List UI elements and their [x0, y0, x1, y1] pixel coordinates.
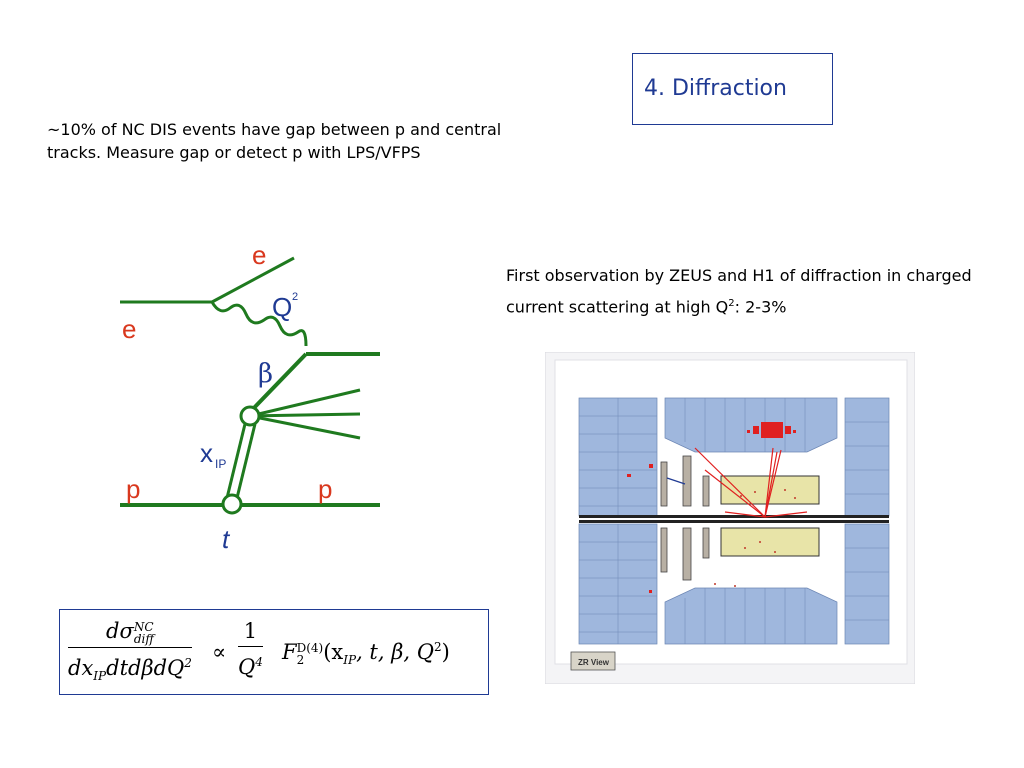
fan-line-1 — [249, 388, 361, 418]
observation-sup: 2 — [728, 298, 735, 309]
central-tracker-bottom — [720, 527, 820, 557]
top-barrel-calorimeter — [664, 397, 838, 453]
right-calorimeter — [844, 397, 890, 645]
observation-main: First observation by ZEUS and H1 of diff… — [506, 266, 972, 317]
label-e-out: e — [252, 240, 266, 270]
observation-tail: : 2-3% — [734, 297, 787, 317]
fan-line-2 — [249, 412, 361, 418]
label-t: t — [222, 524, 231, 554]
label-p-in: p — [126, 474, 140, 504]
label-e-in: e — [122, 314, 136, 344]
blue-track — [666, 477, 686, 485]
slide-title-box: 4. Diffraction — [632, 53, 833, 125]
event-display: ZR View — [545, 352, 915, 684]
beam-pipe-top — [579, 515, 889, 518]
label-beta: β — [258, 359, 273, 389]
bottom-barrel-calorimeter — [664, 587, 838, 645]
propto-symbol: ∝ — [212, 640, 227, 664]
hit-dots — [714, 489, 796, 587]
calorimeter-grid — [579, 398, 889, 644]
label-p-out: p — [318, 474, 332, 504]
view-label: ZR View — [578, 658, 610, 667]
fan-line-3 — [249, 414, 361, 440]
beta-line — [248, 352, 308, 414]
lower-vertex-blob — [221, 493, 243, 515]
pomeron-line-b — [235, 423, 257, 499]
pomeron-line-a — [225, 423, 247, 499]
observation-text: First observation by ZEUS and H1 of diff… — [506, 262, 976, 321]
rhs-denominator: Q4 — [238, 655, 263, 679]
label-xip-sub: IP — [215, 457, 226, 471]
slide-title: 4. Diffraction — [644, 76, 787, 101]
label-q: Q — [272, 292, 292, 322]
electron-out-line — [211, 256, 295, 304]
label-q-sup: 2 — [292, 291, 298, 303]
label-xip: x — [200, 438, 213, 468]
view-label-box — [570, 651, 616, 671]
beam-pipe-bottom — [579, 520, 889, 523]
rhs-numerator: 1 — [243, 619, 258, 643]
rhs-fraction: 1 Q4 — [238, 618, 263, 680]
photon-wavy-line — [210, 301, 308, 347]
intro-text: ~10% of NC DIS events have gap between p… — [47, 120, 502, 162]
upper-vertex-blob — [239, 405, 261, 427]
lhs-fraction-bar — [68, 646, 192, 648]
particle-tracks — [694, 447, 808, 518]
rhs-fraction-bar — [238, 646, 263, 647]
lhs-denominator: dxIPdtdβdQ2 — [68, 655, 192, 683]
energy-deposits — [627, 422, 796, 593]
inner-modules — [660, 455, 710, 581]
feynman-diagram: e e Q 2 β x IP p p t — [120, 240, 380, 554]
